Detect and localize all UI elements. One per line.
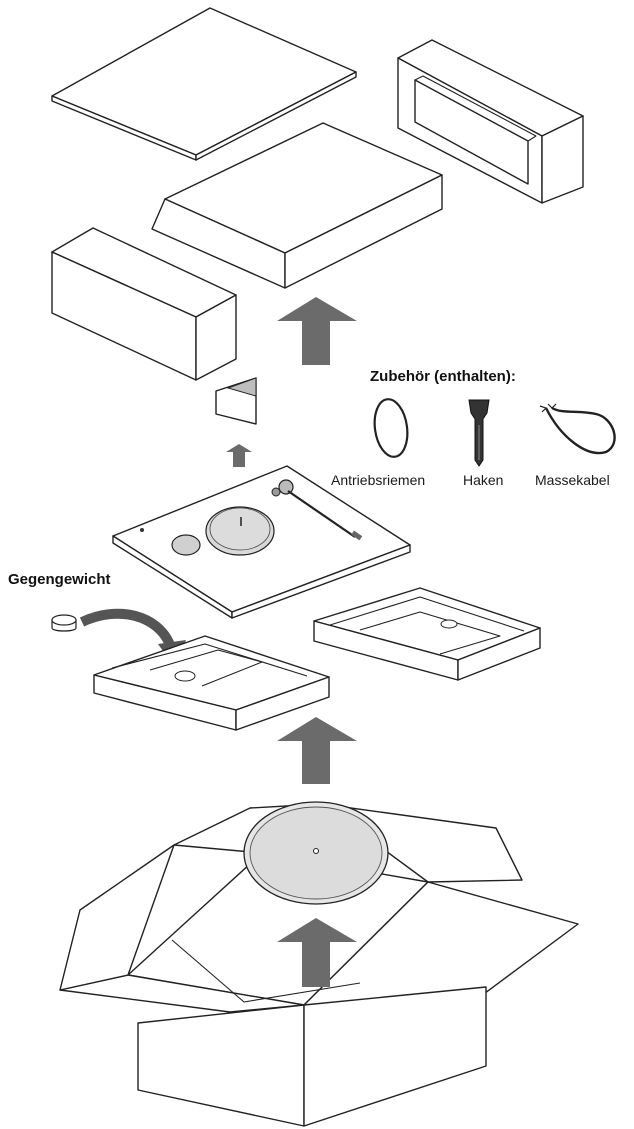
drive-belt-icon bbox=[373, 398, 409, 458]
left-foam-tray bbox=[93, 635, 330, 731]
drive-belt-label: Antriebsriemen bbox=[331, 472, 425, 488]
arrow-up-bottom-icon bbox=[277, 918, 357, 987]
platter-disc bbox=[243, 801, 389, 905]
lid-foam-block bbox=[151, 122, 443, 289]
right-foam-tray bbox=[313, 587, 541, 681]
top-foam-sheet bbox=[51, 7, 357, 161]
counterweight-icon bbox=[51, 614, 77, 632]
hook-label: Haken bbox=[463, 472, 503, 488]
side-foam-frame bbox=[397, 39, 584, 204]
ground-cable-label: Massekabel bbox=[535, 472, 610, 488]
small-arrow-up-icon bbox=[226, 444, 252, 467]
curved-arrow-icon bbox=[79, 608, 175, 648]
counterweight-label: Gegengewicht bbox=[8, 571, 111, 588]
arrow-up-icon bbox=[277, 297, 357, 365]
ground-cable-icon bbox=[539, 403, 616, 455]
left-foam-block bbox=[51, 227, 237, 381]
accessories-heading: Zubehör (enthalten): bbox=[370, 368, 516, 385]
hook-tool-icon bbox=[468, 399, 490, 467]
arrow-up-middle-icon bbox=[277, 717, 357, 784]
cardboard-box bbox=[59, 803, 579, 1127]
small-foam-wedge bbox=[215, 377, 257, 425]
turntable-plinth bbox=[112, 465, 411, 619]
